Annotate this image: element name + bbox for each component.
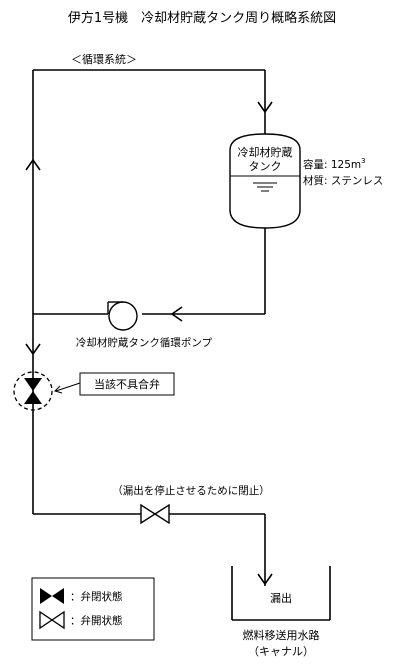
arrow-down-to-canal xyxy=(257,573,273,586)
faulty-valve-leader xyxy=(55,382,81,392)
coolant-storage-tank xyxy=(229,133,301,229)
faulty-valve-highlight xyxy=(13,371,53,411)
faulty-valve-label-box xyxy=(79,372,175,396)
diagram-title: 伊方1号機 冷却材貯蔵タンク周り概略系統図 xyxy=(68,10,336,26)
leak-label: 漏出 xyxy=(270,591,292,605)
isolation-valve-open-icon xyxy=(140,503,170,525)
flow-arrows xyxy=(25,101,273,586)
piping xyxy=(32,69,266,586)
arrow-left-return xyxy=(170,306,183,322)
tank-capacity: 容量: 125m3 xyxy=(303,157,366,171)
tank-name-line1: 冷却材貯蔵 xyxy=(238,145,293,159)
arrow-down-to-tank xyxy=(257,101,273,114)
legend-box xyxy=(31,577,155,641)
loop-label: ＜循環系統＞ xyxy=(71,52,137,66)
closure-note: （漏出を停止させるために閉止） xyxy=(112,484,270,497)
legend-open-label: ：弁開状態 xyxy=(70,614,123,627)
arrow-up-left-line xyxy=(25,158,41,171)
legend-closed-label: ：弁閉状態 xyxy=(70,590,123,603)
faulty-valve-closed-icon xyxy=(24,378,42,404)
canal-label-line1: 燃料移送用水路 xyxy=(243,628,320,642)
arrow-down-to-valve xyxy=(25,343,41,356)
pump-label: 冷却材貯蔵タンク循環ポンプ xyxy=(76,336,213,349)
legend-closed-valve-icon xyxy=(40,588,64,604)
legend-open-valve-icon xyxy=(39,610,65,630)
circulation-pump-icon xyxy=(107,301,138,331)
faulty-valve-label: 当該不具合弁 xyxy=(94,377,160,391)
canal-label-line2: （キャナル） xyxy=(248,645,314,658)
tank-name-line2: タンク xyxy=(249,160,282,173)
canal xyxy=(231,566,331,621)
tank-material: 材質: ステンレス xyxy=(303,174,383,187)
